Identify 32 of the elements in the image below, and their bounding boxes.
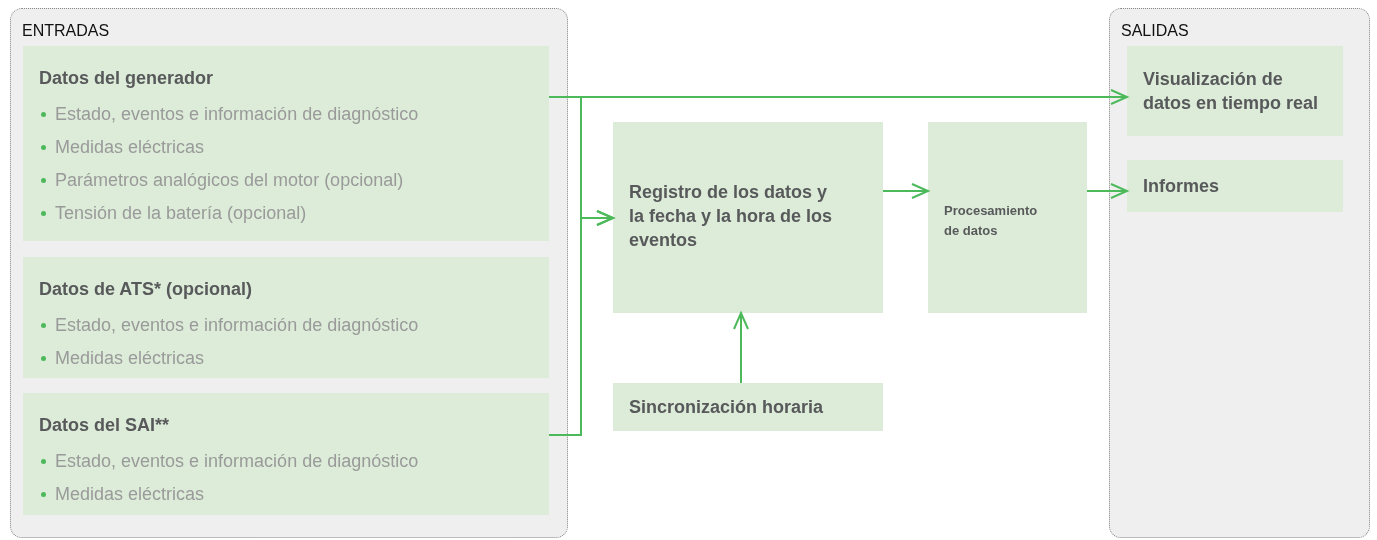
arrow	[1086, 183, 1128, 199]
box-heading: Informes	[1143, 175, 1221, 198]
group-panel	[10, 8, 568, 538]
arrow	[882, 183, 929, 199]
box-heading: Visualización de datos en tiempo real	[1143, 68, 1320, 115]
box-heading: Procesamiento de datos	[944, 202, 1039, 240]
box-heading: Sincronización horaria	[629, 396, 825, 419]
process-box	[928, 122, 1087, 313]
group-panel	[1109, 8, 1370, 538]
process-box	[613, 383, 883, 431]
group-title: SALIDAS	[1121, 22, 1189, 40]
bullet-item: Estado, eventos e información de diagnóstico	[39, 309, 533, 342]
bullet-item: Medidas eléctricas	[39, 478, 533, 511]
group-title: ENTRADAS	[22, 22, 110, 40]
process-box	[1127, 160, 1343, 212]
process-box	[23, 393, 549, 515]
bullet-item: Tensión de la batería (opcional)	[39, 197, 533, 230]
box-heading: Datos del generador	[39, 67, 215, 90]
bullet-item: Medidas eléctricas	[39, 131, 533, 164]
arrow	[733, 312, 749, 384]
process-box	[23, 257, 549, 378]
box-heading: Registro de los datos y la fecha y la hora de los eventos	[629, 181, 834, 252]
box-heading: Datos de ATS* (opcional)	[39, 278, 253, 301]
process-box	[613, 122, 883, 313]
process-box	[1127, 46, 1343, 136]
bullet-item: Estado, eventos e información de diagnóstico	[39, 445, 533, 478]
bullet-item: Medidas eléctricas	[39, 342, 533, 375]
bullet-item: Estado, eventos e información de diagnóstico	[39, 98, 533, 131]
process-box	[23, 46, 549, 241]
arrow	[548, 210, 614, 436]
bullet-item: Parámetros analógicos del motor (opcional)	[39, 164, 533, 197]
box-heading: Datos del SAI**	[39, 414, 171, 437]
